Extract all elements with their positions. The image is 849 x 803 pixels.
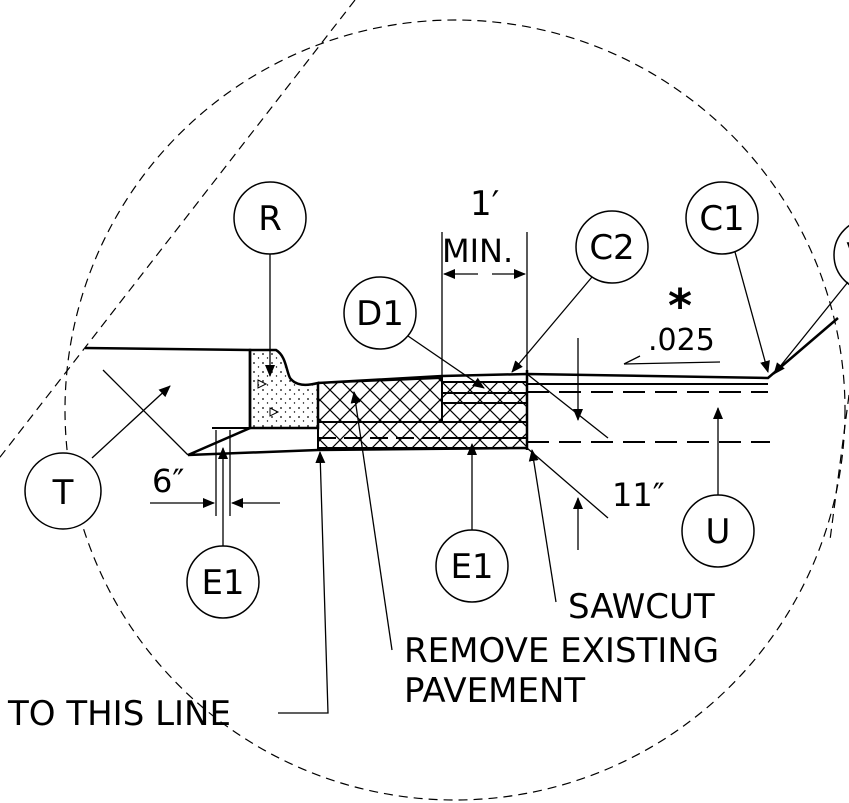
dim-ext-line [526,373,609,439]
remove-leader [350,391,393,651]
dim-ext-line [526,447,609,519]
dim-one-foot: 1′ [470,184,499,224]
bubble-r: R [233,181,307,377]
base-bottom-line [187,446,528,457]
dim-eleven-inch: 11″ [612,476,665,514]
bubble-v-partial: V [773,224,849,375]
dim-six-inch: 6″ [152,462,184,500]
removed-pavement-area-lower [317,421,528,449]
curb-concrete [248,348,320,430]
svg-text:U: U [706,512,731,552]
sawcut-leader [528,449,557,603]
svg-text:C1: C1 [699,199,744,239]
svg-text:T: T [52,473,74,513]
aggregate-mark [257,379,268,389]
curb-outline [84,346,252,457]
detail-cut-line [0,0,356,459]
detail-cut-line-right [829,394,849,541]
svg-text:C2: C2 [589,228,634,268]
note-sawcut: SAWCUT [568,587,715,627]
bubble-e1-left: E1 [186,447,260,619]
bubble-c2: C2 [511,210,649,373]
svg-text:V: V [846,236,849,276]
note-remove-line2: PAVEMENT [404,671,585,711]
removed-pavement-area [317,376,443,423]
svg-text:D1: D1 [356,294,404,334]
note-to-this-line: TO THIS LINE [7,694,231,734]
bubble-u: U [681,407,755,568]
dim-min: MIN. [442,232,513,270]
to-this-line-leader [278,451,329,714]
aggregate-mark [269,407,280,417]
note-remove-line1: REMOVE EXISTING [404,631,719,671]
slope-arrow [623,361,721,365]
svg-text:E1: E1 [201,563,244,603]
detail-boundary-circle [64,19,846,801]
slope-value: .025 [648,323,715,358]
bubble-e1-center: E1 [435,443,509,603]
bubble-d1: D1 [343,276,485,389]
slope-asterisk: * [668,279,692,333]
slope-arrow-head [623,355,641,365]
svg-text:R: R [258,199,282,239]
bubble-t: T [24,369,189,530]
bubble-c1: C1 [685,181,770,373]
svg-text:E1: E1 [450,547,493,587]
